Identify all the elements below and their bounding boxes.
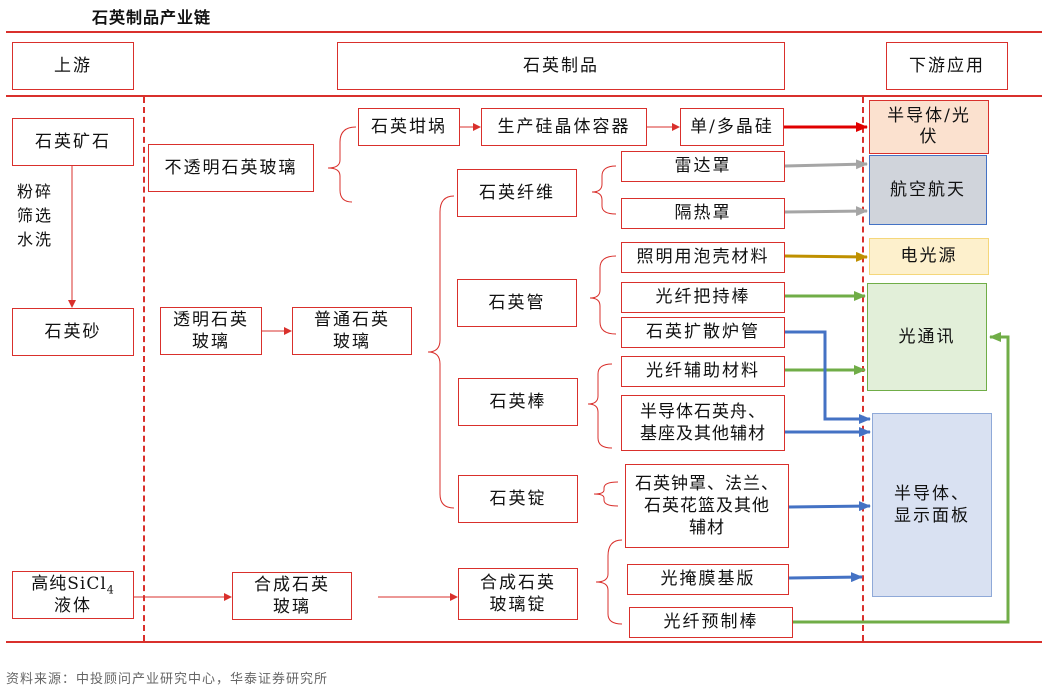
bottom-rule <box>6 641 1042 643</box>
diagram-title: 石英制品产业链 <box>92 8 212 27</box>
quartz-ingot-box: 石英锭 <box>458 475 578 523</box>
fiber-holder-box: 光纤把持棒 <box>621 282 785 313</box>
bulb-to-light-source-arrow <box>784 251 868 262</box>
quartz-rod-box: 石英棒 <box>458 378 578 426</box>
quartz-tube-box: 石英管 <box>457 279 577 327</box>
bell-jar-to-semi-display-arrow <box>788 501 871 512</box>
source-footer: 资料来源：中投顾问产业研究中心，华泰证券研究所 <box>6 672 329 687</box>
rod-brace <box>587 363 613 449</box>
diffusion-tube-box: 石英扩散炉管 <box>621 317 785 348</box>
telecom-app-box: 光通讯 <box>867 283 987 391</box>
heat-shield-to-aerospace-arrow <box>784 206 868 217</box>
fiber-aux-box: 光纤辅助材料 <box>621 356 785 387</box>
header-upstream: 上游 <box>12 42 134 90</box>
heat-shield-box: 隔热罩 <box>621 198 785 229</box>
opaque-brace <box>327 126 357 203</box>
preform-to-telecom-arrow <box>793 332 1010 624</box>
bulb-material-box: 照明用泡壳材料 <box>621 242 785 273</box>
header-downstream: 下游应用 <box>886 42 1008 90</box>
divider-upstream <box>143 97 145 641</box>
transparent-glass-box: 透明石英 玻璃 <box>160 307 262 355</box>
semi-display-app-box: 半导体、 显示面板 <box>872 413 992 597</box>
radome-to-aerospace-arrow <box>784 159 868 170</box>
container-box: 生产硅晶体容器 <box>481 108 647 146</box>
photomask-box: 光掩膜基版 <box>627 564 789 595</box>
quartz-ore-box: 石英矿石 <box>12 118 134 166</box>
quartz-fiber-box: 石英纤维 <box>457 169 577 217</box>
aerospace-app-box: 航空航天 <box>869 155 987 225</box>
crucible-box: 石英坩埚 <box>358 108 460 146</box>
sicl4-suffix: 液体 <box>54 596 92 617</box>
semi-boat-box: 半导体石英舟、 基座及其他辅材 <box>621 395 785 451</box>
sicl4-box: 高纯SiCl4 液体 <box>12 571 134 619</box>
synthetic-glass-box: 合成石英 玻璃 <box>232 572 352 620</box>
quartz-sand-box: 石英砂 <box>12 308 134 356</box>
semi-pv-app-box: 半导体/光 伏 <box>869 100 989 154</box>
common-glass-brace <box>427 195 455 509</box>
preform-box: 光纤预制棒 <box>629 607 793 638</box>
silicon-box: 单/多晶硅 <box>680 108 784 146</box>
opaque-glass-box: 不透明石英玻璃 <box>148 144 314 192</box>
light-source-app-box: 电光源 <box>869 238 989 275</box>
sicl4-prefix: 高纯SiCl <box>31 573 107 594</box>
fiber-brace <box>591 165 617 215</box>
synthetic-ingot-box: 合成石英 玻璃锭 <box>458 568 578 620</box>
header-rule <box>6 95 1042 97</box>
process-steps-label: 粉碎 筛选 水洗 <box>17 182 54 249</box>
bell-jar-box: 石英钟罩、法兰、 石英花篮及其他 辅材 <box>625 464 789 548</box>
ingot-brace <box>593 481 619 507</box>
sicl4-formula: 高纯SiCl4 <box>31 574 115 597</box>
diffusion-tube-to-semi-display-arrow <box>785 330 871 424</box>
photomask-to-semi-display-arrow <box>788 572 863 583</box>
radome-box: 雷达罩 <box>621 151 785 182</box>
header-midstream: 石英制品 <box>337 42 785 90</box>
top-rule <box>6 31 1042 33</box>
tube-brace <box>589 255 617 335</box>
synthetic-ingot-brace <box>595 539 623 625</box>
sicl4-subscript: 4 <box>106 582 115 596</box>
common-glass-box: 普通石英 玻璃 <box>292 307 412 355</box>
